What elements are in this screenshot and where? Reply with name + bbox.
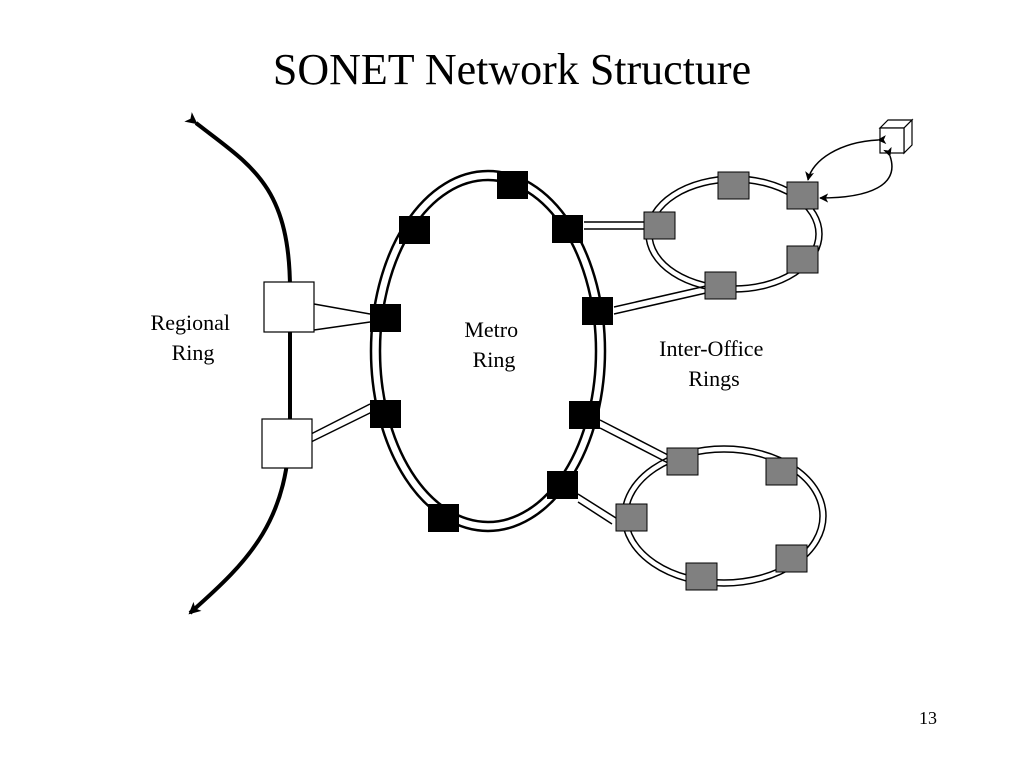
inter-office-rings-label: Inter-Office Rings <box>659 336 769 391</box>
regional-node <box>263 281 315 333</box>
metro-node <box>428 504 459 532</box>
connector-metro-interoffice-3 <box>599 419 669 464</box>
inter-office-node <box>666 447 699 476</box>
link-arrow-lower <box>819 146 893 203</box>
metro-ring-label: Metro Ring <box>464 317 523 372</box>
link-arrow-upper <box>805 135 887 181</box>
connector-metro-interoffice-4 <box>577 493 617 525</box>
metro-node <box>569 401 600 429</box>
inter-office-node <box>643 211 676 240</box>
metro-node <box>370 400 401 428</box>
regional-ring-label: Regional Ring <box>151 310 236 365</box>
connector-regional-metro-lower <box>310 403 373 443</box>
connector-metro-interoffice-1 <box>584 221 644 230</box>
metro-node <box>547 471 578 499</box>
slide-title: SONET Network Structure <box>272 45 752 94</box>
metro-ring <box>369 169 607 533</box>
regional-ring-curve <box>184 112 292 615</box>
inter-office-node <box>704 271 737 300</box>
inter-office-node <box>615 503 648 532</box>
inter-office-node <box>775 544 808 573</box>
inter-office-node <box>685 562 718 591</box>
connector-regional-metro-upper <box>313 303 371 331</box>
inter-office-node <box>786 245 819 274</box>
connector-metro-interoffice-2 <box>613 285 707 315</box>
metro-node <box>399 216 430 244</box>
regional-node <box>261 418 313 469</box>
metro-node <box>552 215 583 243</box>
metro-node <box>497 171 528 199</box>
metro-node <box>370 304 401 332</box>
page-number: 13 <box>919 708 937 728</box>
inter-office-node <box>765 457 798 486</box>
inter-office-node <box>786 181 819 210</box>
metro-node <box>582 297 613 325</box>
inter-office-node <box>717 171 750 200</box>
cube-node-icon <box>878 118 914 155</box>
